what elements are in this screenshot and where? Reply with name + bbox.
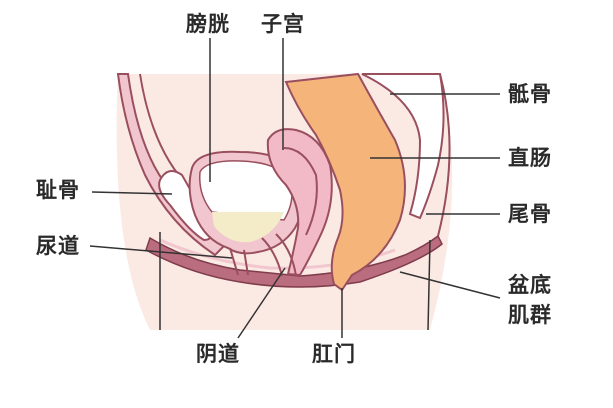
sacrum-bone	[361, 73, 445, 220]
rectum	[284, 72, 406, 292]
leg-line-right	[427, 239, 431, 331]
leader-pelvic-floor	[399, 271, 501, 299]
uterus	[266, 128, 333, 277]
urethra-tube	[229, 247, 249, 276]
leader-vagina	[237, 267, 286, 339]
vagina-canal	[261, 233, 297, 277]
label-pelvic-floor: 盆底 肌群	[508, 270, 552, 331]
uterus-cavity	[283, 147, 318, 236]
label-coccyx: 尾骨	[508, 202, 552, 226]
label-uterus: 子宫	[261, 12, 305, 36]
label-bladder: 膀胱	[186, 12, 230, 36]
leader-lines	[89, 38, 501, 339]
label-pelvic-floor-line1: 盆底	[508, 273, 552, 297]
urine	[212, 212, 284, 243]
label-anus: 肛门	[312, 342, 356, 366]
leader-urethra	[89, 245, 233, 259]
label-sacrum: 骶骨	[508, 82, 552, 106]
label-pelvic-floor-line2: 肌群	[508, 303, 552, 328]
label-pubic-bone: 耻骨	[36, 178, 80, 202]
label-vagina: 阴道	[196, 342, 240, 366]
label-urethra: 尿道	[36, 234, 80, 258]
label-rectum: 直肠	[508, 146, 552, 170]
leader-pubic	[91, 191, 173, 195]
back-wall	[437, 73, 451, 237]
